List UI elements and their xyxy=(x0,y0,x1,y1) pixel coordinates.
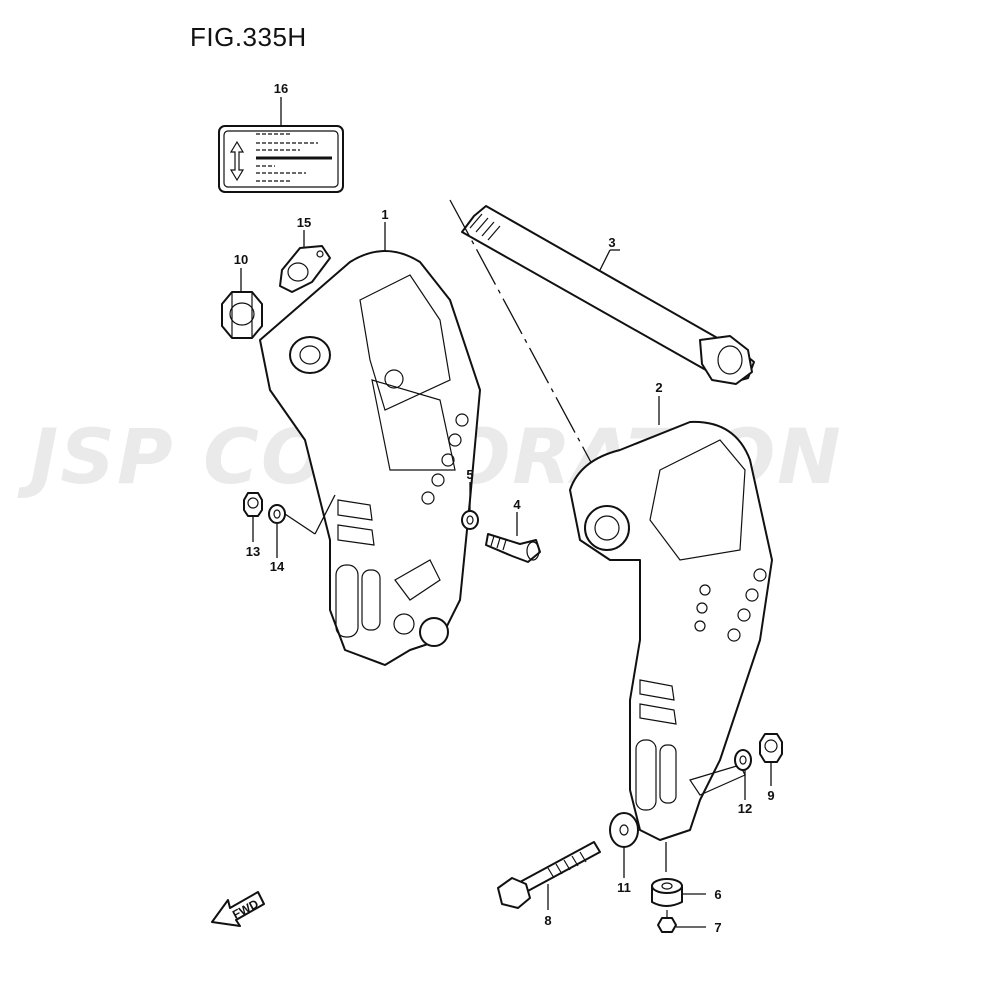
callout-2: 2 xyxy=(655,380,662,395)
part-4-pin[interactable] xyxy=(485,533,541,563)
part-6-spacer[interactable] xyxy=(651,878,683,907)
part-13-nut[interactable] xyxy=(243,492,263,517)
callout-13: 13 xyxy=(246,544,260,559)
callout-16: 16 xyxy=(274,81,288,96)
callout-labels: 16 15 10 1 3 2 5 4 13 14 12 9 11 8 6 7 xyxy=(234,81,775,935)
part-9-nut[interactable] xyxy=(759,733,783,763)
callout-7: 7 xyxy=(714,920,721,935)
callout-12: 12 xyxy=(738,801,752,816)
callout-5: 5 xyxy=(466,467,473,482)
callout-14: 14 xyxy=(270,559,285,574)
part-16-label-decal[interactable] xyxy=(218,125,344,193)
callout-11: 11 xyxy=(617,880,631,895)
fwd-arrow-icon: FWD xyxy=(211,891,265,927)
figure-title: FIG.335H xyxy=(190,22,307,52)
callout-8: 8 xyxy=(544,913,551,928)
callout-3: 3 xyxy=(608,235,615,250)
callout-10: 10 xyxy=(234,252,248,267)
part-7-screw[interactable] xyxy=(657,910,677,933)
callout-4: 4 xyxy=(513,497,521,512)
callout-9: 9 xyxy=(767,788,774,803)
part-1-clamp-bracket[interactable] xyxy=(259,250,481,666)
part-10-nut[interactable] xyxy=(221,291,263,339)
leader-lines xyxy=(240,97,772,928)
part-3-through-bolt[interactable] xyxy=(461,205,755,385)
part-2-clamp-bracket[interactable] xyxy=(569,420,773,841)
part-5-washer[interactable] xyxy=(461,510,479,530)
part-11-washer[interactable] xyxy=(609,812,639,848)
part-8-bolt[interactable] xyxy=(497,841,601,909)
part-12-washer[interactable] xyxy=(734,749,752,771)
part-14-washer[interactable] xyxy=(268,504,286,524)
callout-15: 15 xyxy=(297,215,311,230)
callout-6: 6 xyxy=(714,887,721,902)
callout-1: 1 xyxy=(381,207,388,222)
